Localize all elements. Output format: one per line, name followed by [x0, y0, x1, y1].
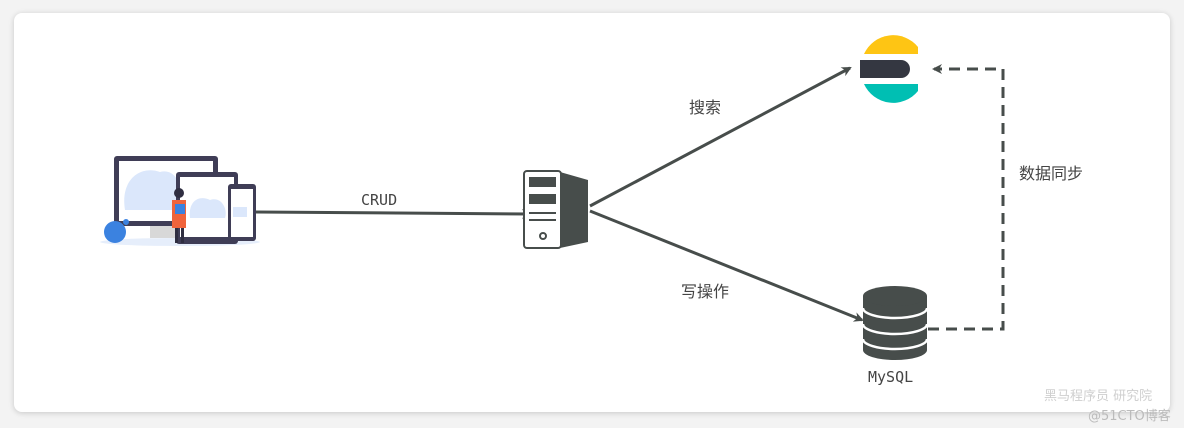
watermark-line2: @51CTO博客	[1088, 409, 1171, 424]
sync-label: 数据同步	[1019, 164, 1084, 183]
elasticsearch-logo-icon	[860, 35, 918, 103]
mysql-label: MySQL	[868, 368, 914, 386]
search-arrow	[589, 66, 852, 208]
server-icon	[523, 170, 588, 249]
client-devices-icon	[100, 156, 260, 246]
mysql-database-icon	[861, 286, 929, 360]
sync-dashed-arrow	[928, 64, 1005, 331]
crud-arrow	[255, 208, 532, 219]
watermark-line1: 黑马程序员 研究院	[1044, 389, 1153, 404]
crud-label: CRUD	[361, 191, 398, 209]
write-arrow	[589, 209, 864, 322]
search-label: 搜索	[689, 98, 722, 117]
write-label: 写操作	[681, 282, 730, 301]
